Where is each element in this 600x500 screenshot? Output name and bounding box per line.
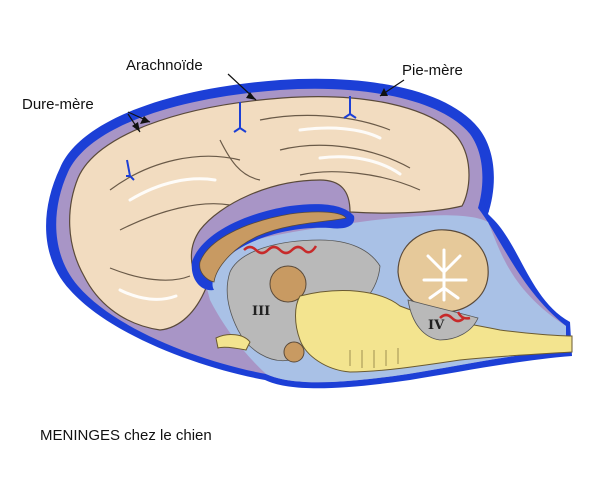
choroid-plexus-fourth: [439, 311, 471, 323]
pia-mater-label: Pie-mère: [402, 62, 463, 79]
leader-arrowheads: [132, 88, 388, 132]
thalamus: [269, 265, 307, 303]
brainstem-striations: [349, 348, 399, 368]
gyri-highlights: [118, 126, 402, 301]
hypophysis: [283, 341, 305, 363]
dura-mater-label: Dure-mère: [22, 96, 94, 113]
figure-caption: MENINGES chez le chien: [40, 427, 212, 444]
third-ventricle-label: III: [252, 304, 271, 319]
corpus-callosum: [191, 204, 355, 291]
choroid-plexus-third: [243, 245, 318, 255]
optic-nerve: [215, 334, 251, 351]
arachnoid-granulations: [126, 96, 489, 213]
arachnoid-label: Arachnoïde: [126, 57, 203, 74]
fourth-ventricle-region: [407, 299, 479, 341]
lateral-ventricle: [199, 211, 347, 283]
arbor-vitae: [422, 248, 468, 302]
fourth-ventricle-label: IV: [428, 318, 445, 333]
cerebrum: [69, 96, 470, 331]
gyri-lines: [109, 114, 421, 281]
